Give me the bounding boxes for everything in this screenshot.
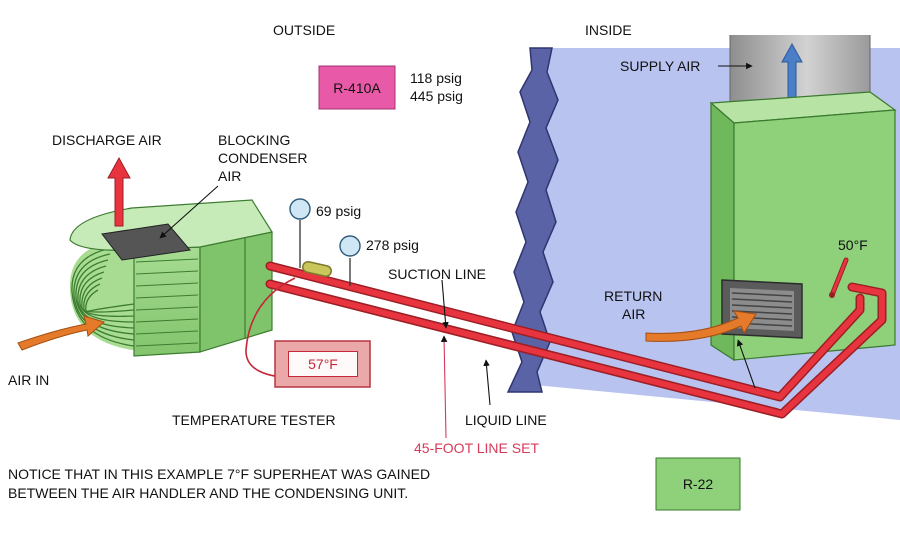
r410a-low-pressure: 118 psig [410, 70, 462, 86]
r410a-box [318, 65, 396, 110]
leader-lines [159, 62, 756, 439]
r22-box [655, 457, 741, 511]
liquid-line-label: LIQUID LINE [465, 412, 547, 428]
air-in-arrow [17, 315, 106, 351]
blocking-panel [101, 223, 191, 261]
blocking-label-line3: AIR [218, 168, 242, 184]
suction-gauge [289, 198, 311, 220]
air-handler [709, 91, 897, 362]
supply-air-label: SUPPLY AIR [620, 58, 701, 74]
inside-label: INSIDE [585, 22, 632, 38]
blocking-label-line1: BLOCKING [218, 132, 291, 148]
line-set-label: 45-FOOT LINE SET [414, 440, 539, 456]
return-air-arrow [645, 310, 757, 342]
suction-line [267, 263, 863, 400]
air-arrows [17, 156, 757, 351]
return-air-label-line1: RETURN [604, 288, 663, 304]
suction-line-label: SUCTION LINE [388, 266, 487, 282]
outside-label: OUTSIDE [273, 22, 336, 38]
gauges [289, 198, 361, 286]
r410a-high-pressure: 445 psig [410, 88, 463, 104]
discharge-air-label: DISCHARGE AIR [52, 132, 162, 148]
r410a-label: R-410A [333, 79, 381, 96]
blocking-label-line2: CONDENSER [218, 150, 308, 166]
liquid-line [267, 281, 885, 417]
temperature-tester-label: TEMPERATURE TESTER [172, 412, 336, 428]
refrigerant-lines [265, 257, 887, 419]
condensing-unit [69, 199, 273, 357]
r22-label: R-22 [682, 476, 714, 492]
suction-gauge-reading: 69 psig [316, 203, 362, 219]
note-line2: BETWEEN THE AIR HANDLER AND THE CONDENSI… [8, 485, 409, 501]
discharge-air-arrow [107, 156, 131, 227]
liquid-gauge-reading: 278 psig [366, 237, 419, 253]
return-air-label-line2: AIR [622, 306, 646, 322]
service-fitting [303, 262, 331, 276]
wall-jagged-edge [506, 47, 559, 393]
note-line1: NOTICE THAT IN THIS EXAMPLE 7°F SUPERHEA… [8, 466, 431, 482]
liquid-gauge [339, 235, 361, 257]
tester-reading: 57°F [288, 351, 358, 377]
air-handler-probe [830, 258, 848, 297]
air-handler-temp-label: 50°F [838, 237, 868, 253]
air-in-label: AIR IN [8, 372, 50, 388]
